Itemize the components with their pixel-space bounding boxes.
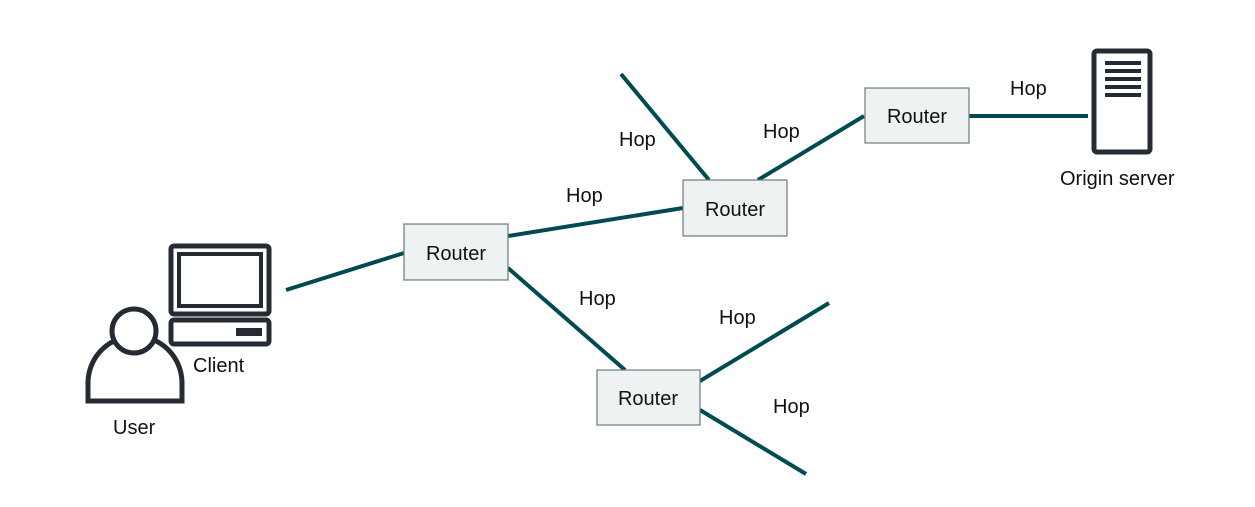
- link-router1-router2: [507, 206, 684, 238]
- hop-label-6: Hop: [719, 307, 756, 329]
- hop-label-3: Hop: [763, 121, 800, 143]
- hop-label-2: Hop: [619, 129, 656, 151]
- hop-label-4: Hop: [1010, 78, 1047, 100]
- router-2-label: Router: [705, 199, 765, 221]
- origin-server-label: Origin server: [1060, 168, 1175, 190]
- router-2: Router: [682, 179, 788, 237]
- client-label: Client: [193, 355, 245, 377]
- router-3: Router: [596, 369, 701, 426]
- link-router2-router4: [756, 114, 866, 182]
- user-icon: [85, 306, 185, 404]
- router-1: Router: [403, 223, 509, 281]
- router-4-label: Router: [887, 106, 947, 128]
- router-3-label: Router: [618, 388, 678, 410]
- link-router1-router3: [506, 266, 627, 372]
- hop-label-5: Hop: [579, 288, 616, 310]
- hop-label-1: Hop: [566, 185, 603, 207]
- router-1-label: Router: [426, 243, 486, 265]
- link-router2-up: [619, 72, 711, 182]
- link-router3-downright: [698, 408, 808, 476]
- link-router3-upright: [698, 301, 831, 383]
- server-tower-icon: [1091, 48, 1153, 155]
- desktop-computer-icon: [168, 243, 272, 347]
- hop-label-7: Hop: [773, 396, 810, 418]
- user-label: User: [113, 417, 156, 439]
- router-4: Router: [864, 87, 970, 144]
- link-client-router1: [285, 251, 405, 292]
